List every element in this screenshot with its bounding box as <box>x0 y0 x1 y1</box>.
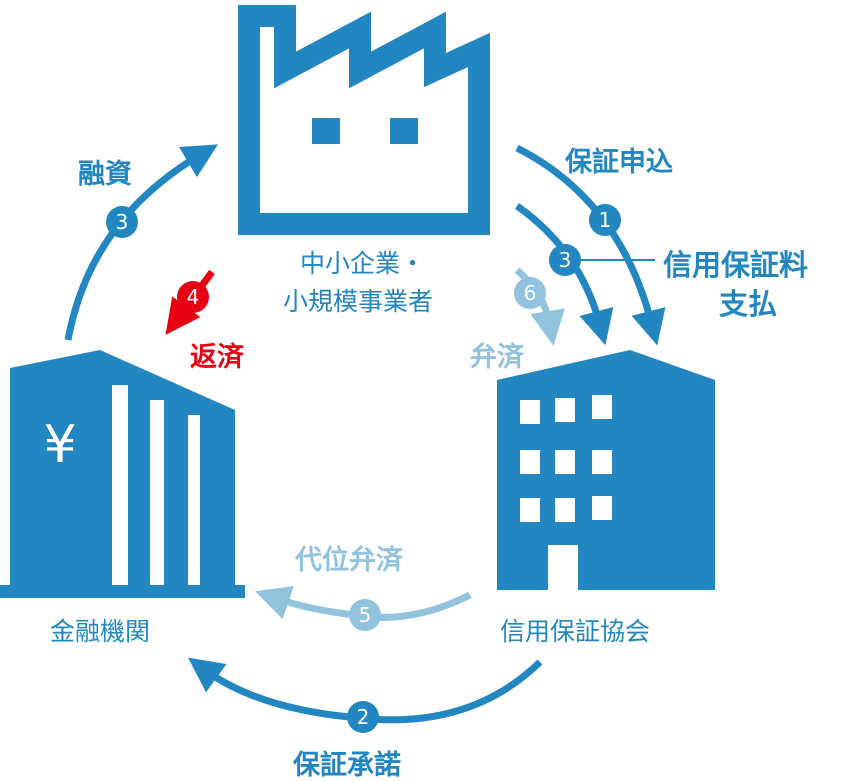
step-label-fee-line1: 信用保証料 <box>663 248 809 282</box>
node-label-guarantee-assoc: 信用保証協会 <box>500 617 651 646</box>
bank-icon: ¥ <box>0 350 245 598</box>
svg-text:6: 6 <box>524 281 537 305</box>
step-label-subrogation: 代位弁済 <box>295 545 403 576</box>
step-badge-1: 1 <box>589 204 621 236</box>
yen-symbol: ¥ <box>43 415 76 475</box>
factory-icon <box>238 5 490 235</box>
step-badge-5: 5 <box>349 599 381 631</box>
step-label-reimburse: 弁済 <box>470 342 524 373</box>
step-label-approve: 保証承諾 <box>293 750 401 781</box>
svg-text:2: 2 <box>357 705 370 729</box>
step-label-repay: 返済 <box>190 342 244 373</box>
node-label-sme-line1: 中小企業・ <box>300 249 426 278</box>
step-badge-2: 2 <box>347 701 379 733</box>
node-label-bank: 金融機関 <box>50 617 151 646</box>
step-label-apply: 保証申込 <box>565 147 673 178</box>
svg-text:3: 3 <box>116 210 129 234</box>
office-building-icon <box>497 350 715 590</box>
node-label-sme-line2: 小規模事業者 <box>283 287 434 316</box>
svg-text:5: 5 <box>359 603 372 627</box>
svg-text:3: 3 <box>559 248 572 272</box>
step-badge-3-loan: 3 <box>106 206 138 238</box>
svg-text:4: 4 <box>187 285 200 309</box>
step-badge-3-fee: 3 <box>549 244 581 276</box>
step-label-loan: 融資 <box>78 159 132 190</box>
step-label-fee-line2: 支払 <box>719 287 778 321</box>
svg-text:1: 1 <box>599 208 612 232</box>
step-badge-4: 4 <box>177 281 209 313</box>
step-badge-6: 6 <box>514 277 546 309</box>
